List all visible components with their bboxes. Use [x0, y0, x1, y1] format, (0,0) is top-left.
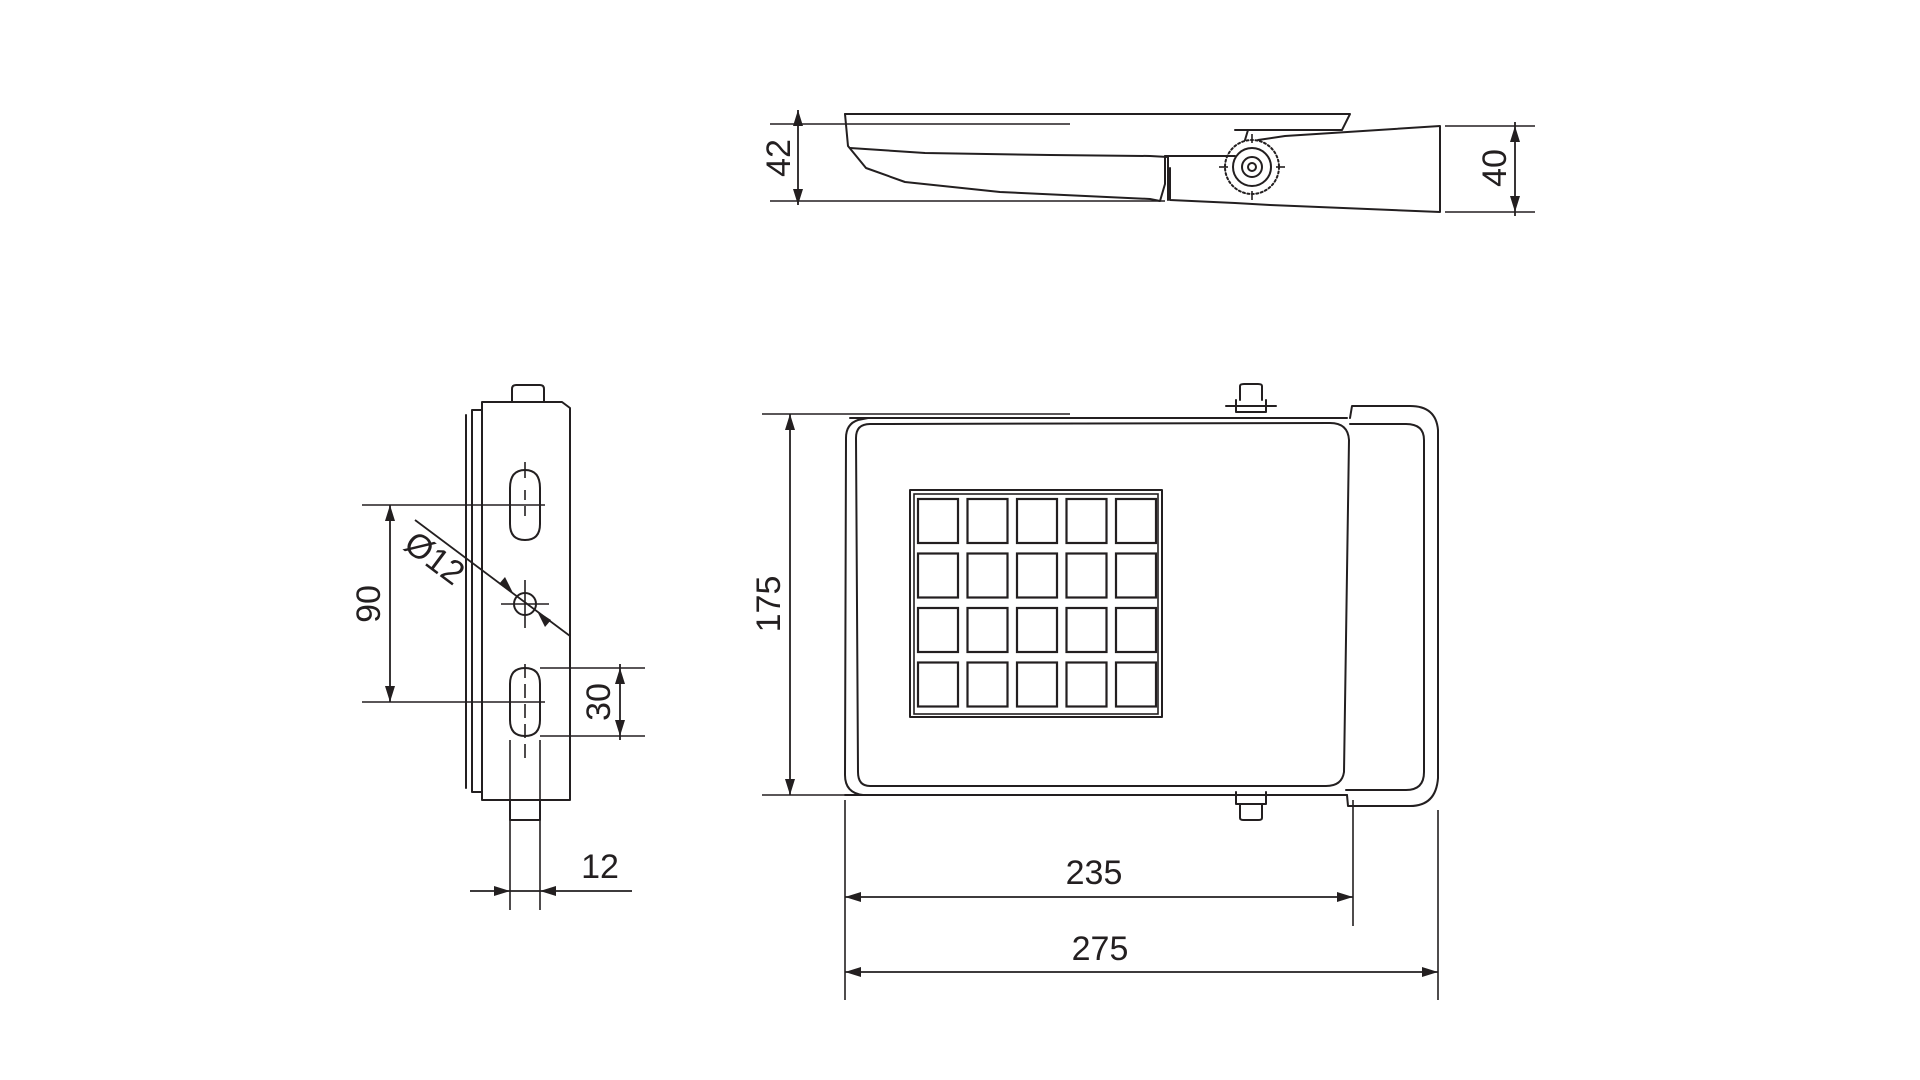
dim-side-thickness-label: 12 — [581, 848, 619, 886]
led-cell — [1015, 552, 1059, 599]
led-cell — [916, 606, 960, 654]
dim-top-height-label: 42 — [760, 139, 798, 177]
led-cell — [916, 497, 960, 545]
led-cell — [1065, 552, 1108, 599]
dim-hole-spacing-label: 90 — [350, 585, 388, 623]
top-view: 42 40 — [760, 110, 1535, 216]
led-cell — [966, 606, 1009, 654]
dim-bracket-height-label: 40 — [1476, 149, 1514, 187]
side-view: 90 Ø12 30 12 — [350, 384, 645, 910]
dim-front-height-label: 175 — [750, 576, 788, 633]
led-cell — [1114, 606, 1158, 654]
led-cell — [966, 661, 1009, 708]
dim-slot-length-label: 30 — [580, 683, 618, 721]
dim-overall-width-label: 275 — [1072, 930, 1129, 968]
led-cell — [916, 661, 960, 708]
led-cell — [1114, 661, 1158, 708]
led-cell — [1015, 606, 1059, 654]
led-cell — [1065, 661, 1108, 708]
led-cell — [1065, 497, 1108, 545]
led-cell — [1065, 606, 1108, 654]
dim-body-width-label: 235 — [1066, 854, 1123, 892]
led-cell — [966, 552, 1009, 599]
dim-hole-diameter-label: Ø12 — [397, 524, 471, 593]
led-cell — [916, 552, 960, 599]
led-cell — [1015, 497, 1059, 545]
led-cell — [1114, 552, 1158, 599]
led-grid — [916, 497, 1158, 708]
led-cell — [1015, 661, 1059, 708]
led-cell — [1114, 497, 1158, 545]
front-view: 175 235 275 — [750, 383, 1439, 1000]
led-cell — [966, 497, 1009, 545]
